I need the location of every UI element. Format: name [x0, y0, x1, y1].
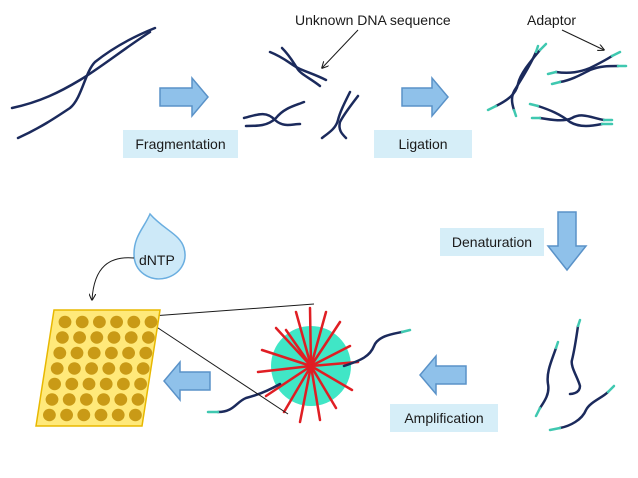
fragmentation-label: Fragmentation	[123, 130, 238, 158]
flow-cell-well	[60, 408, 73, 422]
amplified-cluster	[206, 306, 412, 424]
flow-cell-well	[129, 408, 142, 422]
arrow-fragmentation	[159, 75, 209, 119]
dntp-pointer	[92, 257, 135, 300]
genomic-dna	[10, 26, 157, 140]
flow-cell-well	[82, 377, 96, 391]
flow-cell-well	[127, 315, 141, 329]
flow-cell-well	[117, 377, 130, 391]
single-strand-3	[548, 384, 616, 432]
flow-cell-well	[87, 346, 101, 360]
flow-cell-well	[65, 377, 79, 391]
ligated-fragment-2	[546, 50, 628, 86]
ligated-fragment-1	[486, 42, 548, 118]
flow-cell-well	[45, 393, 59, 406]
flow-cell-well	[97, 393, 110, 406]
flow-cell-well	[93, 315, 106, 329]
flow-cell-well	[77, 408, 91, 422]
arrow-amplification	[419, 353, 467, 397]
flow-cell	[35, 309, 161, 427]
fragment-2	[242, 100, 306, 128]
flow-cell-well	[43, 408, 56, 422]
dna-fragments	[242, 46, 360, 140]
flow-cell-well	[75, 315, 89, 329]
flow-cell-well	[90, 331, 104, 344]
flow-cell-well	[70, 346, 84, 360]
flow-cell-well	[136, 362, 150, 375]
flow-cell-well	[111, 408, 125, 422]
flow-cell-well	[119, 362, 133, 375]
arrow-sequencing	[163, 359, 211, 403]
adaptor-annotation: Adaptor	[527, 12, 577, 28]
dntp-drop	[92, 212, 186, 300]
flow-cell-well	[139, 346, 153, 360]
adaptor-pointer	[561, 29, 604, 50]
ligated-fragments	[486, 42, 628, 128]
unknown-dna-pointer	[322, 29, 359, 68]
flow-cell-well	[68, 362, 81, 375]
flow-cell-well	[62, 393, 76, 406]
flow-cell-well	[124, 331, 138, 344]
flow-cell-wells	[43, 315, 158, 422]
denaturation-label: Denaturation	[440, 228, 544, 256]
flow-cell-well	[94, 408, 108, 422]
flow-cell-well	[122, 346, 135, 360]
flow-cell-well	[80, 393, 93, 406]
flow-cell-well	[102, 362, 116, 375]
single-strand-1	[534, 340, 560, 418]
cluster-spikes	[256, 306, 360, 424]
zoom-line-top	[151, 303, 315, 317]
flow-cell-well	[48, 377, 61, 391]
single-strands	[534, 318, 616, 432]
flow-cell-well	[56, 331, 69, 344]
dntp-annotation: dNTP	[139, 252, 175, 268]
fragment-1	[268, 46, 328, 88]
flow-cell-well	[142, 331, 155, 344]
flow-cell-well	[131, 393, 145, 406]
arrow-ligation	[401, 75, 449, 119]
flow-cell-well	[73, 331, 86, 344]
amplification-label: Amplification	[390, 404, 498, 432]
fragment-3	[320, 90, 360, 140]
flow-cell-well	[85, 362, 98, 375]
arrow-denaturation	[546, 211, 588, 272]
flow-cell-well	[53, 346, 67, 360]
flow-cell-well	[107, 331, 121, 344]
ligated-fragment-3	[528, 102, 614, 128]
zoom-line-bottom	[151, 323, 289, 415]
single-strand-2	[568, 318, 582, 396]
flow-cell-well	[99, 377, 113, 391]
unknown-dna-annotation: Unknown DNA sequence	[295, 12, 451, 28]
flow-cell-well	[134, 377, 148, 391]
flow-cell-well	[105, 346, 118, 360]
flow-cell-well	[50, 362, 64, 375]
ligation-label: Ligation	[374, 130, 472, 158]
flow-cell-well	[110, 315, 123, 329]
flow-cell-well	[114, 393, 128, 406]
flow-cell-well	[58, 315, 72, 329]
flow-cell-well	[144, 315, 158, 329]
